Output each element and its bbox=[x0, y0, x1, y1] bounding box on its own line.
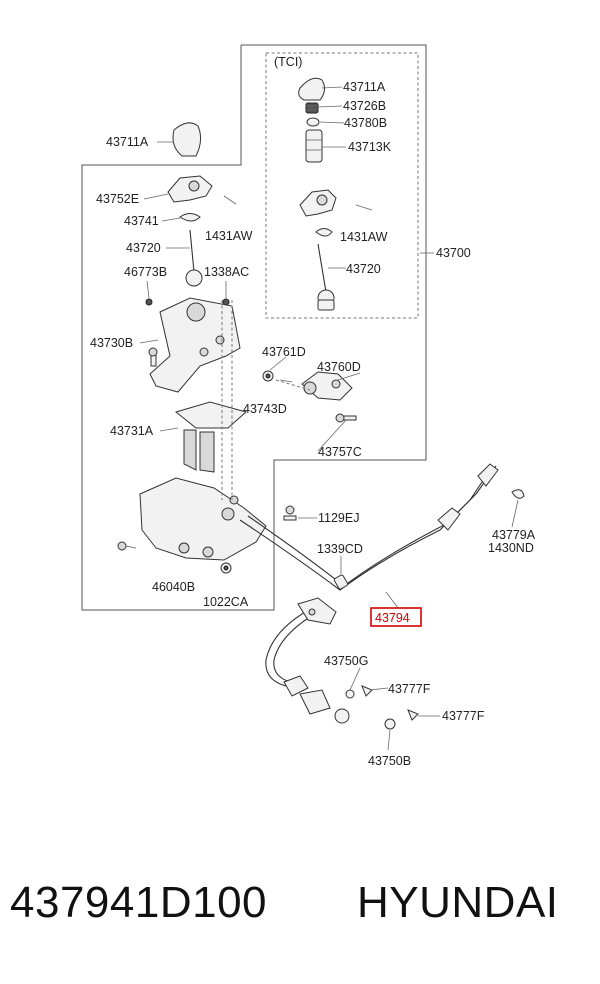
label-1431aw-main: 1431AW bbox=[205, 229, 253, 243]
label-43777f-2: 43777F bbox=[442, 709, 485, 723]
washer-43750g bbox=[345, 689, 355, 699]
label-43731a: 43731A bbox=[110, 424, 154, 438]
label-43780b: 43780B bbox=[344, 116, 387, 130]
highlight-box-43794 bbox=[370, 607, 422, 627]
label-1339cd: 1339CD bbox=[317, 542, 363, 556]
label-1431aw-tci: 1431AW bbox=[340, 230, 388, 244]
tci-bushing bbox=[306, 117, 320, 127]
bolt-43757c bbox=[335, 413, 357, 423]
parts-diagram: (TCI) 43711A 43726B 43780B 43713K 1431AW… bbox=[81, 44, 536, 768]
label-43711a-tci: 43711A bbox=[343, 80, 386, 94]
tci-lever-shaft bbox=[317, 243, 335, 311]
tci-spring bbox=[305, 102, 319, 114]
tci-shaft-upper bbox=[305, 129, 323, 163]
label-43741: 43741 bbox=[124, 214, 159, 228]
part-labels: (TCI) 43711A 43726B 43780B 43713K 1431AW… bbox=[90, 55, 536, 768]
label-43700: 43700 bbox=[436, 246, 471, 260]
label-43794: 43794 bbox=[375, 611, 410, 625]
label-43711a-main: 43711A bbox=[106, 135, 149, 149]
label-1022ca: 1022CA bbox=[203, 595, 249, 609]
washer-43761d bbox=[262, 370, 274, 382]
bolt-46040b bbox=[117, 541, 137, 551]
tci-knob bbox=[298, 77, 326, 101]
assembly-frame bbox=[81, 44, 427, 611]
guide-lever bbox=[275, 379, 311, 391]
pin-43743d bbox=[279, 379, 293, 383]
label-43743d: 43743D bbox=[243, 402, 287, 416]
shifter-housing-43730b bbox=[149, 297, 241, 393]
washer-43750b bbox=[384, 718, 396, 730]
bracket-43731a bbox=[174, 401, 248, 473]
label-46040b: 46040B bbox=[152, 580, 195, 594]
bolt-43730b bbox=[148, 347, 158, 367]
label-1430nd: 1430ND bbox=[488, 541, 534, 555]
label-43777f-1: 43777F bbox=[388, 682, 431, 696]
label-tci: (TCI) bbox=[274, 55, 302, 69]
main-clip bbox=[179, 213, 201, 222]
main-lever-bracket bbox=[167, 175, 213, 203]
label-43752e: 43752E bbox=[96, 192, 139, 206]
label-43757c: 43757C bbox=[318, 445, 362, 459]
tci-pin bbox=[355, 204, 373, 211]
tci-lever-bracket bbox=[299, 189, 337, 217]
label-43750g: 43750G bbox=[324, 654, 368, 668]
pin-43777f-2 bbox=[407, 709, 419, 721]
bolt-1129ej bbox=[283, 505, 297, 521]
label-43726b: 43726B bbox=[343, 99, 386, 113]
tci-variant-box bbox=[265, 52, 419, 319]
label-43761d: 43761D bbox=[262, 345, 306, 359]
label-43750b: 43750B bbox=[368, 754, 411, 768]
shift-control-base-46040b bbox=[139, 477, 267, 561]
label-43730b: 43730B bbox=[90, 336, 133, 350]
clip-43779a bbox=[511, 489, 525, 499]
cable-assembly-43794 bbox=[239, 463, 499, 724]
leader-lines bbox=[139, 86, 519, 751]
pin-43777f-1 bbox=[361, 685, 373, 697]
tci-clip bbox=[315, 228, 333, 237]
label-46773b: 46773B bbox=[124, 265, 167, 279]
label-1338ac: 1338AC bbox=[204, 265, 249, 279]
main-lever-shaft bbox=[185, 229, 203, 287]
main-knob bbox=[172, 122, 202, 157]
bolt-46773b bbox=[145, 298, 153, 306]
clip-1339cd bbox=[333, 574, 349, 590]
label-43713k: 43713K bbox=[348, 140, 392, 154]
label-43760d: 43760D bbox=[317, 360, 361, 374]
label-43720-main: 43720 bbox=[126, 241, 161, 255]
label-43779a: 43779A bbox=[492, 528, 536, 542]
footer-caption: 437941D100 HYUNDAI bbox=[0, 878, 600, 948]
main-pin bbox=[223, 195, 237, 205]
part-number: 437941D100 bbox=[10, 878, 268, 927]
select-lever-43760d bbox=[301, 371, 353, 401]
label-43720-tci: 43720 bbox=[346, 262, 381, 276]
nut-1022ca bbox=[220, 562, 232, 574]
label-1129ej: 1129EJ bbox=[318, 511, 359, 525]
brand-name: HYUNDAI bbox=[357, 878, 559, 927]
